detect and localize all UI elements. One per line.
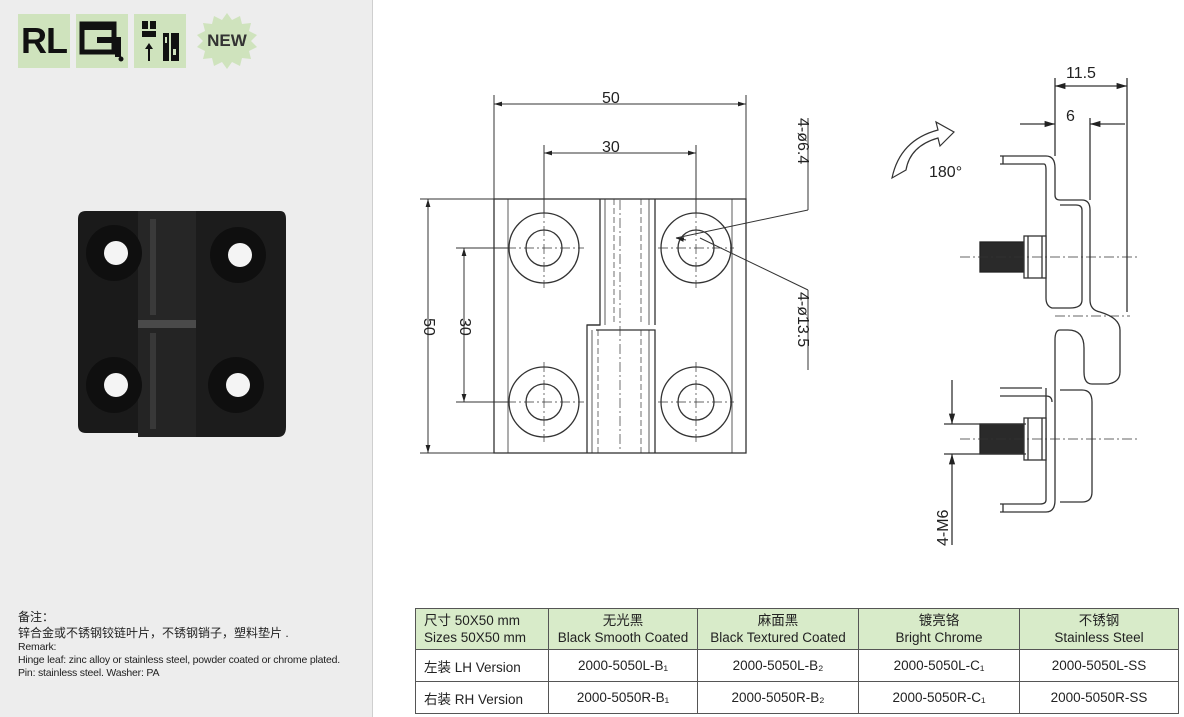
- table-cell: 2000-5050L-B₂: [697, 649, 859, 682]
- remark-line-2: Pin: stainless steel. Washer: PA: [18, 667, 160, 679]
- table-cell: 2000-5050R-SS: [1019, 681, 1179, 714]
- dim-side-depth: 11.5: [1066, 65, 1096, 82]
- product-info-panel: RL NEW: [0, 0, 373, 717]
- table-cell: 2000-5050R-B₁: [548, 681, 698, 714]
- table-cell: 2000-5050L-SS: [1019, 649, 1179, 682]
- rotation-label: 180°: [929, 164, 962, 181]
- table-cell: 2000-5050L-B₁: [548, 649, 698, 682]
- dim-overall-height: 50: [420, 318, 437, 336]
- front-view: [493, 198, 747, 454]
- table-cell: 2000-5050L-C₁: [858, 649, 1020, 682]
- panel-mount-icon: [76, 14, 128, 68]
- table-cell: 左装 LH Version: [415, 649, 549, 682]
- table-row: 左装 LH Version 2000-5050L-B₁ 2000-5050L-B…: [415, 649, 1179, 682]
- rotation-arrow-icon: [891, 120, 955, 180]
- dim-overall-width: 50: [602, 90, 620, 107]
- hinge-direction-icon: [134, 14, 186, 68]
- side-view: [944, 78, 1140, 545]
- dim-counterbore-dia: 4-ø13.5: [794, 292, 811, 347]
- rl-badge: RL: [18, 14, 70, 68]
- remark-block: 备注： 锌合金或不锈钢铰链叶片，不锈钢销子，塑料垫片 . Remark: Hin…: [18, 609, 340, 680]
- dim-hole-dia: 4-ø6.4: [794, 118, 811, 164]
- dim-side-offset: 6: [1066, 108, 1075, 125]
- new-badge: NEW: [196, 13, 258, 69]
- technical-drawing: 50 30 50 30 4-ø6.4 4-ø13.5 180° 11.5 6 4…: [420, 65, 1140, 546]
- table-cell: 2000-5050R-B₂: [697, 681, 859, 714]
- dim-hole-spacing-v: 30: [456, 318, 473, 336]
- hinge-product-photo: [78, 211, 286, 437]
- table-row: 右装 RH Version 2000-5050R-B₁ 2000-5050R-B…: [415, 681, 1179, 714]
- remark-title: 备注：: [18, 610, 55, 624]
- table-cell: 右装 RH Version: [415, 681, 549, 714]
- dimension-lines: [420, 95, 809, 454]
- table-cell: 2000-5050R-C₁: [858, 681, 1020, 714]
- dim-hole-spacing-h: 30: [602, 139, 620, 156]
- remark-label: Remark:: [18, 641, 57, 653]
- dim-thread: 4-M6: [935, 509, 952, 546]
- remark-cn-text: 锌合金或不锈钢铰链叶片，不锈钢销子，塑料垫片 .: [18, 626, 289, 640]
- remark-line-1: Hinge leaf: zinc alloy or stainless stee…: [18, 654, 340, 666]
